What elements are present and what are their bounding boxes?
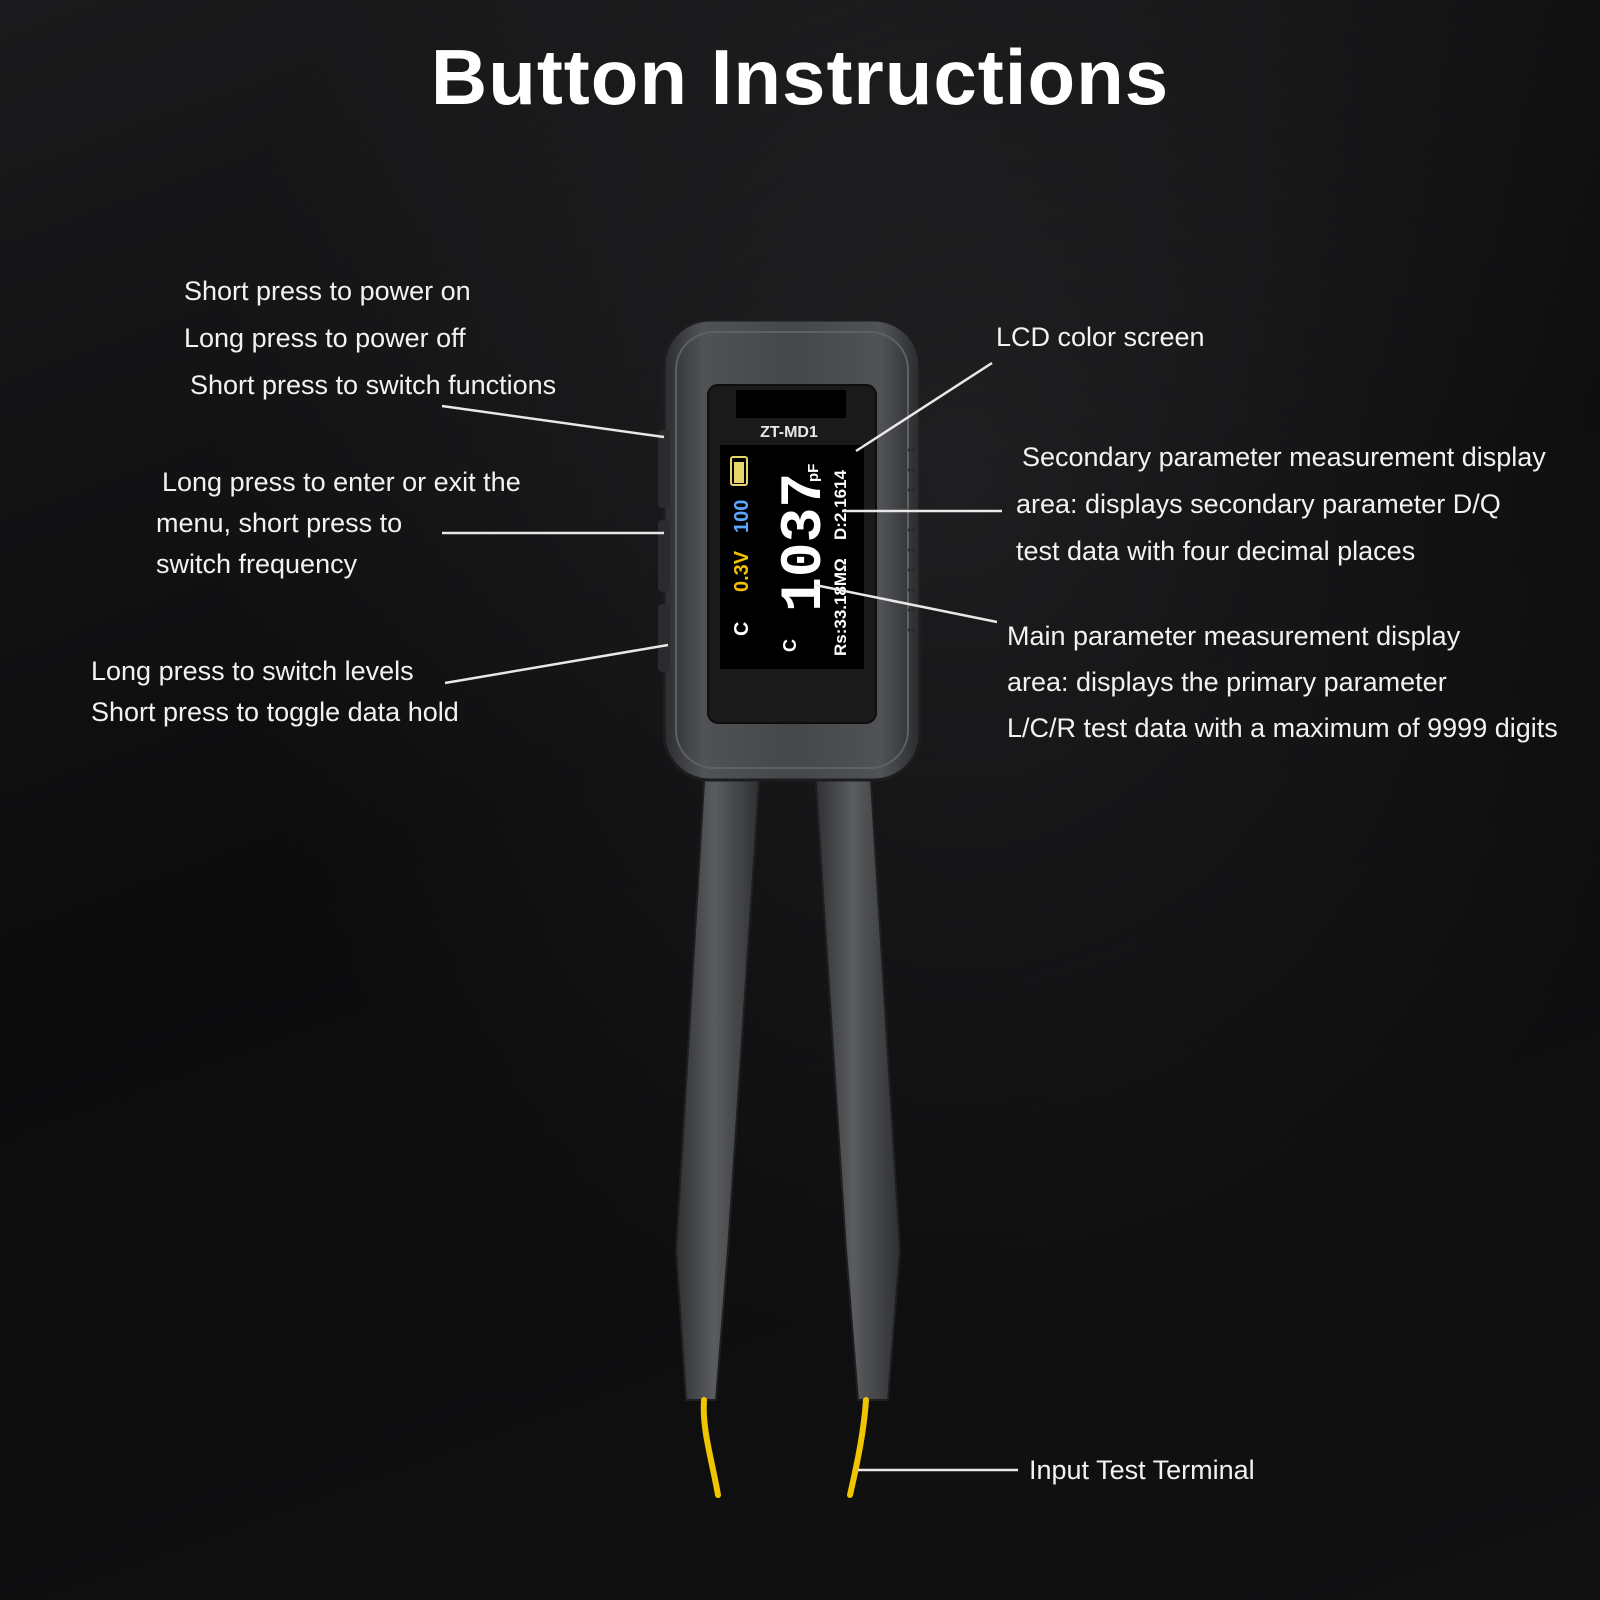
page-title: Button Instructions	[430, 33, 1170, 121]
input-terminal-label: Input Test Terminal	[1029, 1455, 1255, 1485]
model-label: ZT-MD1	[760, 424, 818, 441]
secondary-display-label: Secondary parameter measurement display …	[1016, 442, 1546, 566]
lcd-d-value: D:2.1614	[831, 470, 850, 540]
lcd-voltage: 0.3V	[731, 550, 753, 592]
lcd-frequency: 100	[731, 500, 753, 533]
power-button	[658, 430, 670, 508]
lcd-unit: pF	[805, 464, 822, 482]
callout-line-lcd	[855, 361, 993, 453]
lcd-screen-label: LCD color screen	[996, 322, 1205, 352]
callout-line-levels	[444, 643, 669, 685]
menu-button-label: Long press to enter or exit the menu, sh…	[156, 467, 521, 579]
main-display-label: Main parameter measurement display area:…	[1007, 621, 1558, 743]
left-test-lead	[700, 1397, 721, 1498]
callout-line-power	[441, 404, 665, 439]
levels-button-label: Long press to switch levels Short press …	[91, 656, 459, 727]
lcd-rs-value: Rs:33.18MΩ	[831, 558, 850, 656]
menu-button	[658, 520, 670, 592]
lcd-main-value: 1037	[773, 473, 838, 612]
right-tweezer-arm	[813, 763, 902, 1401]
battery-icon	[730, 456, 748, 486]
lcd-mode: C	[731, 622, 753, 636]
lcd-param: C	[780, 639, 800, 652]
callout-line-main	[814, 583, 998, 624]
right-test-lead	[847, 1397, 869, 1498]
power-button-label: Short press to power on Long press to po…	[184, 276, 557, 400]
hold-button	[658, 604, 670, 672]
left-tweezer-arm	[674, 763, 762, 1401]
